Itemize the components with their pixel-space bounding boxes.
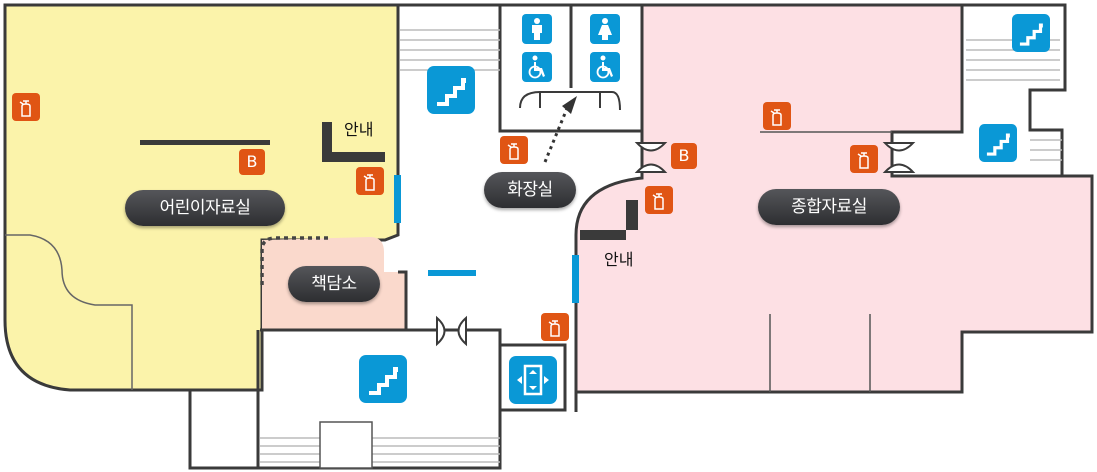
fire-extinguisher-icon: [356, 167, 384, 195]
stairs-icon: [1012, 14, 1050, 52]
stairs-icon: [979, 124, 1017, 162]
fire-extinguisher-icon: [12, 93, 40, 121]
restroom-direction-arrow: [543, 105, 570, 163]
basement-badge: B: [239, 149, 265, 175]
fire-extinguisher-icon: [500, 136, 528, 164]
stairs-hatch-bottom: [260, 437, 500, 463]
divider-wall: [140, 140, 270, 145]
wheelchair-icon: [590, 52, 620, 82]
fire-extinguisher-icon: [541, 313, 569, 341]
guide-label: 안내: [604, 250, 634, 269]
door-marker: [394, 175, 401, 223]
elevator-icon: [509, 356, 557, 404]
room-label-general[interactable]: 종합자료실: [758, 189, 900, 225]
stairs-hatch-top: [400, 29, 500, 71]
stairs-icon: [427, 66, 475, 114]
guide-desk-left: [322, 122, 385, 162]
room-label-restroom[interactable]: 화장실: [484, 172, 576, 208]
fire-extinguisher-icon: [850, 145, 878, 173]
fire-extinguisher-icon: [645, 186, 673, 214]
door-marker: [572, 255, 579, 303]
guide-desk-right: [580, 200, 638, 240]
general-room-inner-line: [760, 131, 892, 392]
double-door: [436, 142, 916, 347]
restroom-men-icon: [522, 14, 552, 44]
guide-label: 안내: [344, 120, 374, 139]
fire-extinguisher-icon: [763, 102, 791, 130]
room-label-children[interactable]: 어린이자료실: [125, 190, 285, 226]
stairs-icon: [359, 355, 407, 403]
room-label-book-talk[interactable]: 책담소: [288, 266, 380, 302]
children-room-inner-line: [5, 234, 133, 390]
restroom-women-icon: [590, 14, 620, 44]
basement-badge: B: [671, 143, 697, 169]
book-talk-dotted-line: [260, 236, 330, 285]
wheelchair-icon: [522, 52, 552, 82]
door-marker: [428, 270, 476, 276]
